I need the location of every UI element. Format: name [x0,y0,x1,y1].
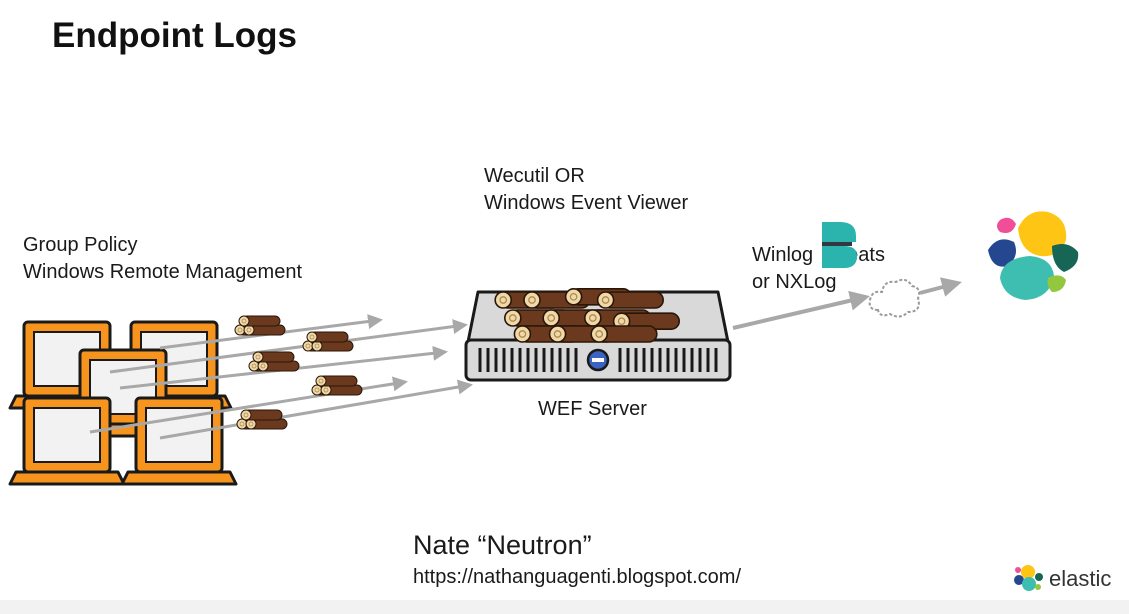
log-bundle-icon [235,316,285,335]
slide-title: Endpoint Logs [52,16,297,55]
arrow [732,290,870,330]
collector-label-line-1: Wecutil OR [484,165,585,187]
source-label: Group Policy Windows Remote Management [23,232,302,286]
server-log-pile-icon [494,287,681,343]
arrow [109,319,468,374]
beats-logo-icon [822,222,857,268]
credit-name: Nate “Neutron” [413,530,592,560]
bottom-strip [0,600,1129,614]
elastic-brand-icon [1014,565,1043,591]
forwarder-name: Winlog [752,244,814,266]
log-bundle-icon [237,410,287,429]
outbound-arrows [732,277,962,330]
forwarder-label-line-2: or NXLog [752,271,837,293]
forwarder-label-line-1: Winlog eats [752,242,885,269]
arrow [159,379,473,440]
forwarder-suffix: eats [847,244,885,266]
server-label: WEF Server [538,398,647,420]
cloud-icon [868,278,921,318]
collector-label: Wecutil OR Windows Event Viewer [484,163,688,217]
source-label-line-1: Group Policy [23,234,138,256]
laptop-icon [8,396,126,486]
elastic-wordmark: elastic [1049,566,1112,591]
forwarder-label: Winlog eats or NXLog [752,242,885,296]
collector-label-line-2: Windows Event Viewer [484,192,689,214]
source-label-line-2: Windows Remote Management [23,261,303,283]
credit-url: https://nathanguagenti.blogspot.com/ [413,566,742,588]
elastic-logo-icon [988,211,1079,300]
arrow [919,277,962,297]
log-bundle-icon [312,376,362,395]
log-bundle-icon [249,352,299,371]
log-bundle-icon [303,332,353,351]
